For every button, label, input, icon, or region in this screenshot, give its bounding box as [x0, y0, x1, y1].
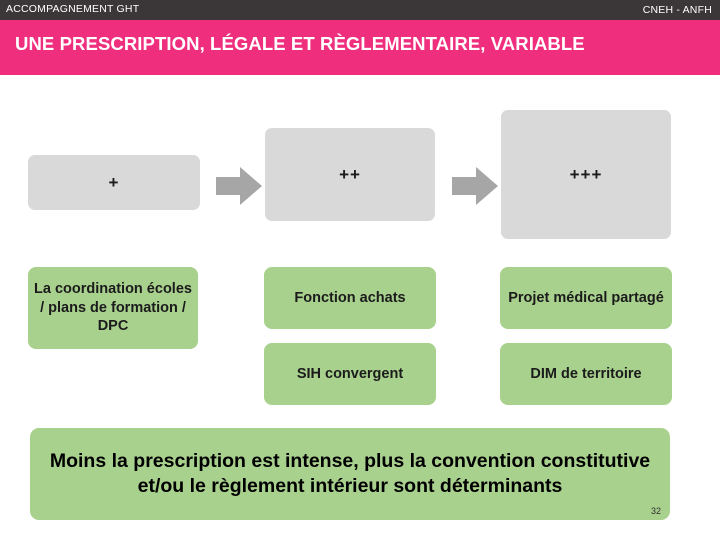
item-label: La coordination écoles / plans de format… [34, 281, 192, 335]
page-number: 32 [650, 506, 661, 517]
arrow-right-icon-1 [216, 167, 262, 210]
item-label: Fonction achats [294, 289, 406, 306]
arrow-right-icon-2 [452, 167, 498, 210]
intensity-level-2-box: ++ [265, 128, 435, 221]
intensity-level-1-label: + [108, 172, 120, 192]
item-box-dim-de-territoire: DIM de territoire [500, 343, 672, 405]
slide-header-bar: ACCOMPAGNEMENT GHT CNEH - ANFH [0, 0, 720, 20]
item-box-projet-medical-partage: Projet médical partagé [500, 267, 672, 329]
slide-title: UNE PRESCRIPTION, LÉGALE ET RÈGLEMENTAIR… [15, 33, 585, 54]
conclusion-banner: Moins la prescription est intense, plus … [30, 428, 670, 520]
intensity-level-2-label: ++ [339, 164, 361, 184]
conclusion-text: Moins la prescription est intense, plus … [49, 449, 651, 497]
intensity-level-3-box: +++ [501, 110, 671, 239]
item-label: Projet médical partagé [508, 289, 664, 306]
header-left-label: ACCOMPAGNEMENT GHT [6, 3, 140, 15]
item-box-coordination: La coordination écoles / plans de format… [28, 267, 198, 349]
intensity-level-1-box: + [28, 155, 200, 210]
item-box-sih-convergent: SIH convergent [264, 343, 436, 405]
slide-title-band: UNE PRESCRIPTION, LÉGALE ET RÈGLEMENTAIR… [0, 20, 720, 75]
intensity-level-3-label: +++ [569, 164, 603, 184]
slide-body: + ++ +++ La coordination écoles / plans … [0, 75, 720, 540]
header-right-label: CNEH - ANFH [642, 4, 712, 16]
item-box-fonction-achats: Fonction achats [264, 267, 436, 329]
item-label: SIH convergent [296, 365, 404, 382]
item-label: DIM de territoire [530, 365, 642, 382]
